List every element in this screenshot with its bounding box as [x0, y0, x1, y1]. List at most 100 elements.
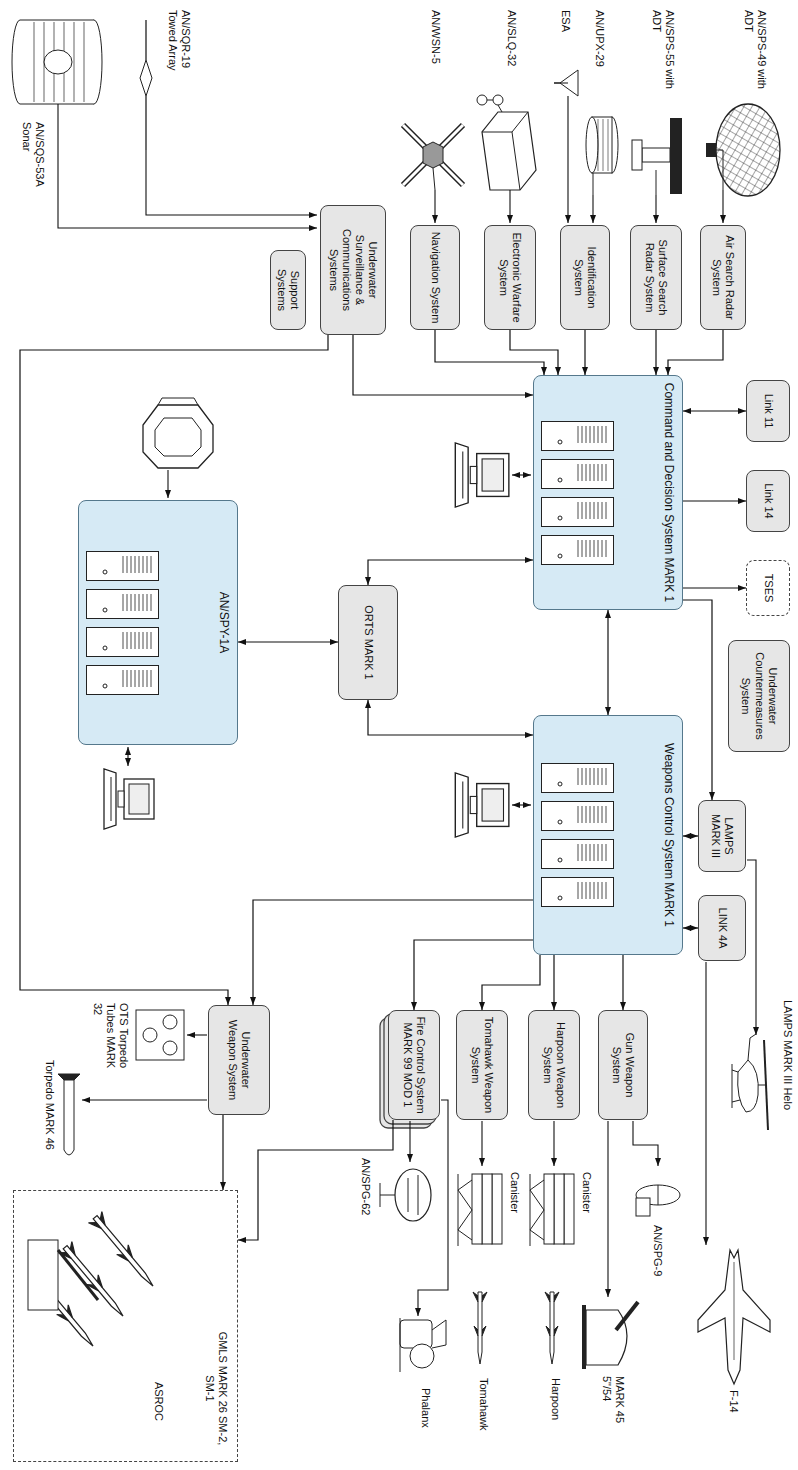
illuminator-icon [380, 1175, 418, 1215]
ciws-icon [400, 1320, 432, 1348]
connector [353, 335, 533, 395]
leader-line [553, 1121, 554, 1166]
process-box: Gun Weapon System [598, 1010, 648, 1120]
process-box: Tomahawk Weapon System [456, 1010, 508, 1120]
connector [368, 700, 533, 735]
computer-rack-icon [558, 858, 562, 862]
process-box: ORTS MARK 1 [338, 585, 398, 700]
terminal-icon [455, 773, 509, 837]
satnav-antenna-icon [403, 125, 463, 190]
computer-rack-icon [139, 632, 140, 649]
device-label: F-14 [727, 1390, 740, 1430]
computer-rack-icon [578, 806, 579, 823]
computer-system-box: Weapons Control System MARK 1 [533, 715, 683, 955]
computer-rack-icon [582, 502, 583, 519]
terminal-icon [104, 769, 154, 829]
satnav-antenna-icon [433, 168, 435, 190]
computer-rack-icon [542, 878, 614, 907]
launcher-group-box: GMLS MARK 26 SM-2, SM-1ASROC [13, 1190, 238, 1462]
connector [683, 927, 698, 928]
device-label: AN/SPS-55 with ADT [650, 10, 676, 90]
computer-rack-icon [558, 516, 562, 520]
computer-rack-icon [135, 632, 136, 649]
helicopter-icon [732, 1034, 756, 1108]
computer-rack-icon [147, 556, 148, 573]
phased-array-icon [158, 398, 198, 405]
connector [253, 900, 533, 1005]
helicopter-icon [732, 1034, 768, 1130]
computer-rack-icon [598, 768, 599, 785]
computer-rack-icon [586, 806, 587, 823]
leader-line [434, 190, 435, 223]
computer-rack-icon [586, 426, 587, 443]
leader-line [747, 860, 756, 1035]
missile-launcher-icon [545, 1292, 559, 1364]
connector [683, 500, 746, 501]
computer-rack-icon [127, 670, 128, 687]
device-label: Tomahawk [477, 1378, 490, 1458]
box-label: Command and Decision System MARK 1 [662, 383, 676, 602]
device-label: AN/SQR-19 Towed Array [166, 10, 192, 100]
sonar-dome-icon [44, 50, 72, 74]
computer-rack-icon [558, 896, 562, 900]
connector [482, 955, 540, 1010]
connector [683, 410, 746, 411]
computer-rack-icon [598, 806, 599, 823]
computer-rack-icon [582, 882, 583, 899]
leader-line [705, 962, 706, 1245]
computer-rack-icon [578, 502, 579, 519]
connectors [20, 330, 746, 1240]
illuminator-icon [395, 1169, 431, 1221]
computer-rack-icon [590, 464, 591, 481]
box-label: Underwater Countermeasures System [739, 646, 779, 746]
computer-rack-icon [143, 670, 144, 687]
computer-rack-icon [542, 459, 614, 488]
device-label: AN/SPG-62 [359, 1158, 372, 1238]
fighter-jet-icon [734, 1262, 735, 1360]
leader-line [592, 195, 593, 223]
process-box: Electronic Warfare System [484, 225, 536, 330]
ciws-icon [400, 1318, 446, 1372]
connector [622, 955, 623, 1010]
process-box: Link 11 [746, 380, 790, 442]
torpedo-tube-icon [163, 1041, 177, 1055]
device-label: AN/SQS-53A Sonar [20, 122, 46, 217]
device-label: AN/UPX-29 [593, 10, 606, 90]
box-label: Weapons Control System MARK 1 [662, 743, 676, 927]
illuminator-icon [380, 1169, 431, 1221]
computer-rack-icon [586, 540, 587, 557]
computer-rack-icon [594, 844, 595, 861]
process-box: LINK 4A [698, 895, 746, 961]
torpedo-tube-icon [136, 1010, 184, 1060]
computer-rack-icon [143, 632, 144, 649]
dashed-box: TSES [746, 560, 790, 616]
connector [683, 587, 746, 588]
computer-rack-icon [590, 806, 591, 823]
phased-array-icon [143, 398, 213, 468]
computer-rack-icon [87, 665, 159, 694]
missile-launcher-icon [530, 1174, 574, 1246]
process-box: Support Systems [270, 250, 306, 330]
computer-rack-icon [594, 882, 595, 899]
box-label: Link 14 [761, 483, 774, 518]
box-label: ASROC [151, 1382, 164, 1421]
computer-rack-icon [586, 502, 587, 519]
computer-rack-icon [558, 440, 562, 444]
computer-rack-icon [578, 882, 579, 899]
missile-launcher-icon [473, 1292, 487, 1364]
computer-rack-icon [586, 464, 587, 481]
process-box: Identification System [560, 225, 610, 330]
computer-rack-icon [594, 768, 595, 785]
computer-rack-icon [103, 570, 107, 574]
computer-rack-icon [598, 540, 599, 557]
computer-rack-icon [85, 551, 159, 695]
device-label: AN/SLQ-32 [505, 10, 518, 90]
box-label: LINK 4A [715, 908, 728, 949]
ew-antenna-icon [477, 95, 487, 105]
helicopter-icon [758, 1085, 766, 1086]
computer-rack-icon [602, 768, 603, 785]
computer-rack-icon [127, 632, 128, 649]
device-label: Canister [508, 1172, 521, 1242]
computer-rack-icon [558, 478, 562, 482]
